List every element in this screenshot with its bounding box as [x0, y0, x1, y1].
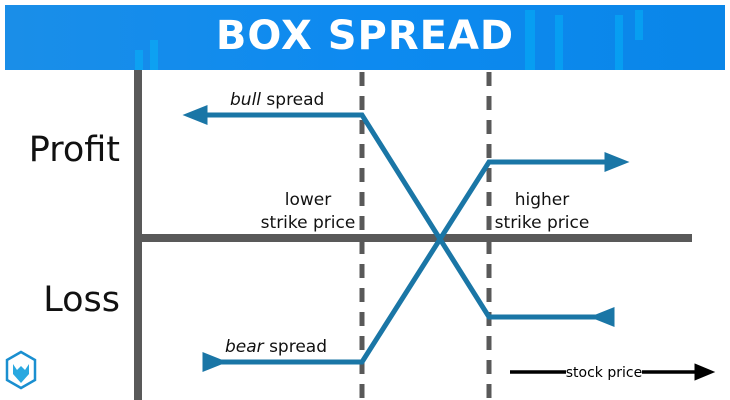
stock-price-label: stock price: [566, 365, 642, 381]
bear-spread-line: [202, 152, 630, 372]
loss-label: Loss: [43, 280, 120, 320]
higher-strike-label-2: strike price: [495, 213, 590, 233]
title-banner: BOX SPREAD: [5, 5, 725, 70]
spread-word: spread: [264, 337, 327, 357]
bear-spread-label: bear spread: [225, 337, 327, 357]
spread-word: spread: [261, 90, 324, 110]
profit-label: Profit: [29, 130, 120, 170]
lower-strike-label-2: strike price: [261, 213, 356, 233]
bull-spread-label: bull spread: [230, 90, 324, 110]
higher-strike-label-1: higher: [515, 190, 570, 210]
bear-word: bear: [225, 337, 265, 357]
shield-logo-icon: [5, 350, 37, 390]
page-title: BOX SPREAD: [215, 13, 515, 59]
lower-strike-label-1: lower: [285, 190, 331, 210]
bull-word: bull: [230, 90, 261, 110]
